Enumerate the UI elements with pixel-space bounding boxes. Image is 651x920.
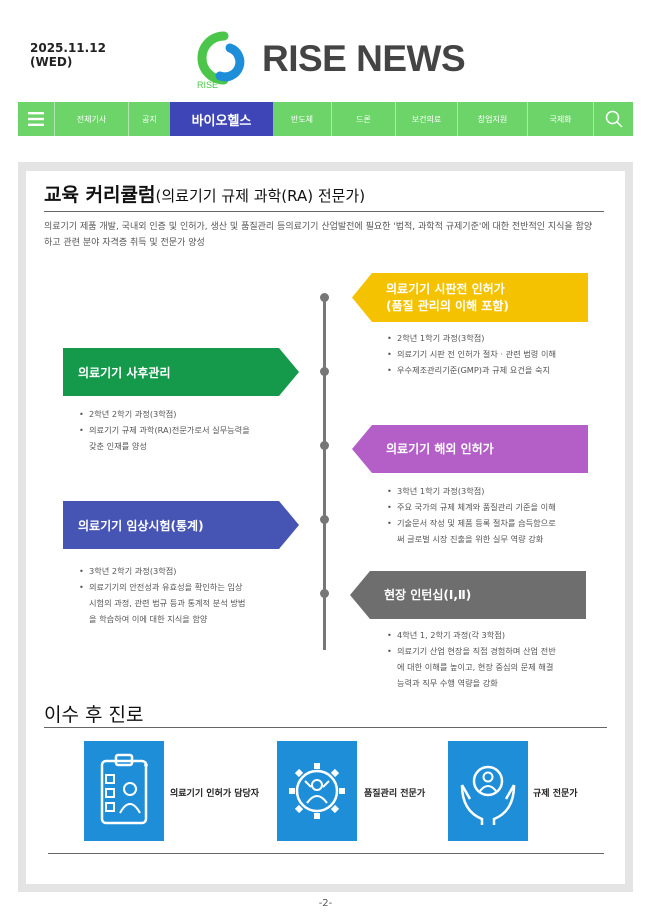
date-text: 2025.11.12	[30, 41, 106, 55]
bullet-cont-text: 써 글로벌 시장 진출을 위한 실무 역량 강화	[397, 534, 544, 544]
article-title: 교육 커리큘럼(의료기기 규제 과학(RA) 전문가)	[44, 180, 365, 207]
course-clinical-title: 의료기기 임상시험(통계)	[78, 518, 204, 533]
course-premarket-title2: (품질 관리의 이해 포함)	[386, 298, 509, 313]
career-icon-tile	[448, 741, 528, 841]
bullet-item-cont: 시험의 과정, 관련 법규 등과 통계적 분석 방법	[79, 595, 289, 611]
course-clinical-bullets: 3학년 2학기 과정(3학점) 의료기기의 안전성과 유효성을 확인하는 임상 …	[79, 563, 289, 627]
bullet-item: 의료기기 시판 전 인허가 절차 · 관련 법령 이해	[387, 346, 556, 362]
career-icon-tile	[277, 741, 357, 841]
course-postmarket-title: 의료기기 사후관리	[78, 365, 171, 380]
page-number: -2-	[318, 898, 333, 909]
nav-item-biohealth[interactable]: 바이오헬스	[170, 102, 273, 136]
career-label-regulatory: 규제 전문가	[533, 789, 578, 799]
course-overseas-bullets: 3학년 1학기 과정(3학점) 주요 국가의 규제 체계와 품질관리 기준을 이…	[387, 483, 587, 547]
article-title-sub: (의료기기 규제 과학(RA) 전문가)	[155, 187, 366, 205]
course-overseas-box: 의료기기 해외 인허가	[352, 425, 588, 473]
search-icon	[605, 110, 623, 128]
clipboard-person-icon	[100, 753, 148, 825]
nav-item-semiconductor[interactable]: 반도체	[290, 114, 314, 124]
course-postmarket-bullets: 2학년 2학기 과정(3학점) 의료기기 규제 과학(RA)전문가로서 실무능력…	[79, 406, 250, 454]
title-divider	[44, 211, 604, 212]
course-internship-box: 현장 인턴십(Ⅰ,Ⅱ)	[350, 571, 586, 619]
top-nav: 전체기사 공지 바이오헬스 반도체 드론 보건의료 창업지원 국제화	[18, 102, 633, 136]
bullet-item-cont: 에 대한 이해를 높이고, 현장 중심의 문제 해결	[387, 659, 601, 675]
bullet-item-cont: 써 글로벌 시장 진출을 위한 실무 역량 강화	[387, 531, 587, 547]
careers-divider	[44, 727, 607, 728]
career-icon-tile	[84, 741, 164, 841]
bullet-cont-text: 에 대한 이해를 높이고, 현장 중심의 문제 해결	[397, 662, 554, 672]
course-premarket-bullets: 2학년 1학기 과정(3학점) 의료기기 시판 전 인허가 절차 · 관련 법령…	[387, 330, 556, 378]
timeline-dot	[320, 293, 329, 302]
rise-logo-icon: RISE	[197, 31, 245, 90]
timeline-dot	[320, 367, 329, 376]
issue-date: 2025.11.12 (WED)	[30, 41, 106, 69]
bullet-item: 주요 국가의 규제 체계와 품질관리 기준을 이해	[387, 499, 587, 515]
nav-item-healthcare[interactable]: 보건의료	[395, 102, 457, 136]
bullet-item: 4학년 1, 2학기 과정(각 3학점)	[387, 627, 601, 643]
search-button[interactable]	[593, 102, 633, 136]
nav-item-drone[interactable]: 드론	[331, 102, 395, 136]
bullet-cont-text: 갖춘 인재를 양성	[89, 441, 147, 451]
timeline-dot	[320, 589, 329, 598]
careers-title: 이수 후 진로	[44, 704, 144, 726]
bullet-item-cont: 능력과 직무 수행 역량을 강화	[387, 675, 601, 691]
timeline-dot	[320, 441, 329, 450]
bullet-item-cont: 갖춘 인재를 양성	[79, 438, 250, 454]
nav-item-startup[interactable]: 창업지원	[457, 102, 527, 136]
bullet-cont-text: 을 학습하여 이에 대한 지식을 함양	[89, 614, 208, 624]
nav-item-global[interactable]: 국제화	[527, 102, 593, 136]
bullet-item: 2학년 1학기 과정(3학점)	[387, 330, 556, 346]
bullet-item: 기술문서 작성 및 제품 등록 절차를 습득함으로	[387, 515, 587, 531]
bullet-cont-text: 능력과 직무 수행 역량을 강화	[397, 678, 498, 688]
course-postmarket-box: 의료기기 사후관리	[63, 348, 299, 396]
course-internship-bullets: 4학년 1, 2학기 과정(각 3학점) 의료기기 산업 현장을 직접 경험하며…	[387, 627, 601, 691]
logo-small-text: RISE	[197, 80, 218, 90]
course-overseas-title: 의료기기 해외 인허가	[386, 441, 494, 456]
article-intro: 의료기기 제품 개발, 국내외 인증 및 인허가, 생산 및 품질관리 등의료기…	[44, 222, 593, 248]
career-label-licensing: 의료기기 인허가 담당자	[170, 789, 260, 799]
course-internship-title: 현장 인턴십(Ⅰ,Ⅱ)	[384, 587, 472, 602]
course-premarket-title: 의료기기 시판전 인허가	[386, 281, 505, 296]
bullet-item: 3학년 2학기 과정(3학점)	[79, 563, 289, 579]
article-title-main: 교육 커리큘럼	[44, 184, 156, 206]
timeline-line	[323, 298, 326, 650]
bullet-item: 2학년 2학기 과정(3학점)	[79, 406, 250, 422]
hamburger-icon	[28, 112, 44, 126]
bullet-item: 의료기기의 안전성과 유효성을 확인하는 임상	[79, 579, 289, 595]
bullet-item: 우수제조관리기준(GMP)과 규제 요건을 숙지	[387, 362, 556, 378]
career-label-quality: 품질관리 전문가	[364, 789, 426, 799]
timeline-dot	[320, 515, 329, 524]
menu-button[interactable]	[18, 102, 54, 136]
gear-person-icon	[289, 763, 345, 819]
course-clinical-box: 의료기기 임상시험(통계)	[63, 501, 299, 549]
bullet-item: 의료기기 규제 과학(RA)전문가로서 실무능력을	[79, 422, 250, 438]
course-premarket-box: 의료기기 시판전 인허가 (품질 관리의 이해 포함)	[352, 273, 588, 322]
hands-person-icon	[460, 765, 516, 825]
bullet-item: 3학년 1학기 과정(3학점)	[387, 483, 587, 499]
nav-item-notice[interactable]: 공지	[128, 102, 170, 136]
bullet-item-cont: 을 학습하여 이에 대한 지식을 함양	[79, 611, 289, 627]
bullet-item: 의료기기 산업 현장을 직접 경험하며 산업 전반	[387, 643, 601, 659]
weekday-text: (WED)	[30, 55, 73, 69]
bullet-cont-text: 시험의 과정, 관련 법규 등과 통계적 분석 방법	[89, 598, 246, 608]
nav-item-all[interactable]: 전체기사	[54, 102, 128, 136]
brand-title: RISE NEWS	[262, 38, 466, 79]
bottom-divider	[48, 853, 604, 854]
